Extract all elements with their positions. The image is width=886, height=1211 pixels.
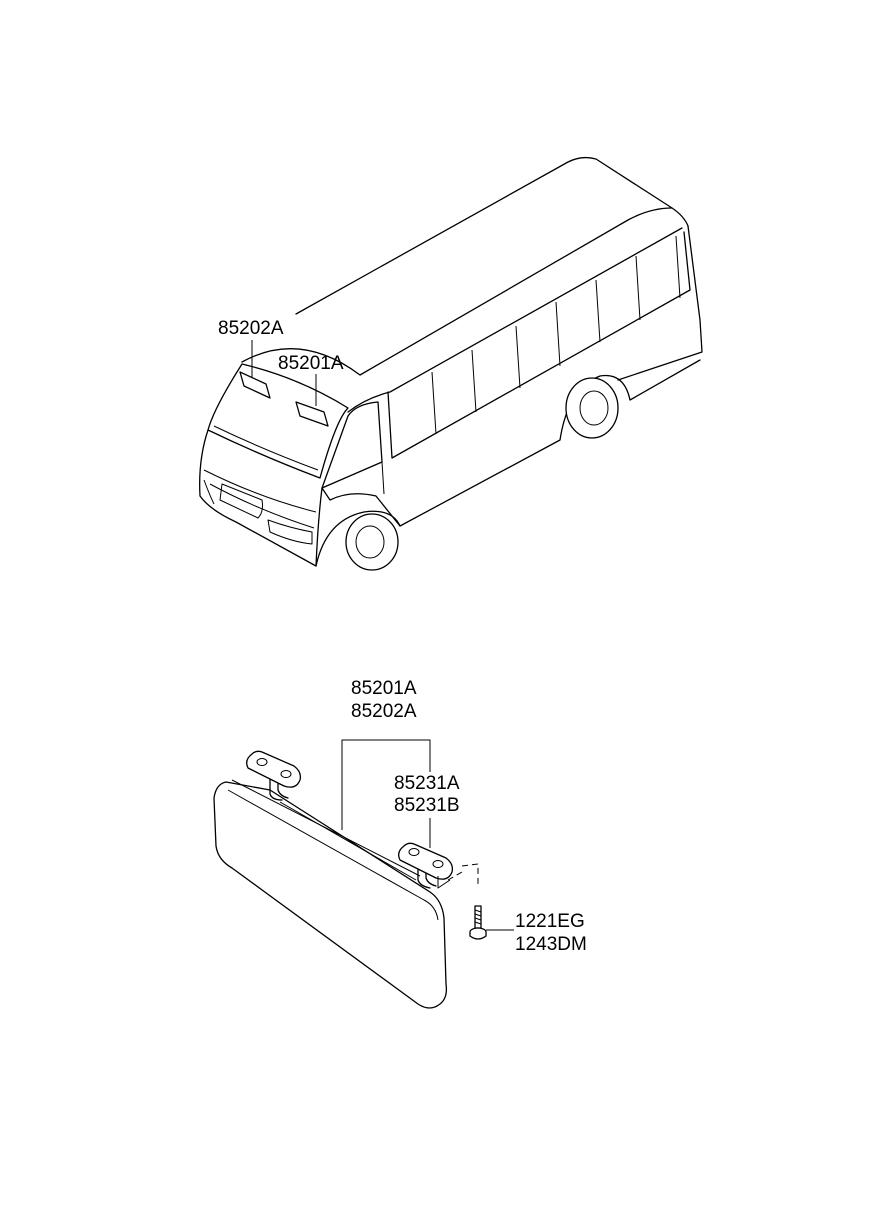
left-bracket [246, 750, 302, 788]
right-retainer [398, 842, 454, 880]
van-visor-right-shape [239, 371, 271, 399]
callout-85202A-detail: 85202A [351, 701, 417, 722]
callout-1221EG: 1221EG [515, 911, 585, 932]
callout-1243DM: 1243DM [515, 934, 587, 955]
leader-visor-assy [341, 739, 431, 830]
van-illustration [199, 156, 703, 571]
callout-85201A-detail: 85201A [351, 678, 417, 699]
callout-85202A-van: 85202A [218, 318, 284, 339]
callout-85231A: 85231A [394, 773, 460, 794]
rear-wheel [565, 377, 619, 439]
visor-panel [213, 781, 448, 1009]
callout-85231B: 85231B [394, 795, 460, 816]
van-visor-left-shape [295, 401, 329, 427]
screw [469, 905, 487, 940]
sun-visor-detail [213, 750, 487, 1009]
callout-85201A-van: 85201A [278, 353, 344, 374]
front-wheel [345, 513, 399, 571]
